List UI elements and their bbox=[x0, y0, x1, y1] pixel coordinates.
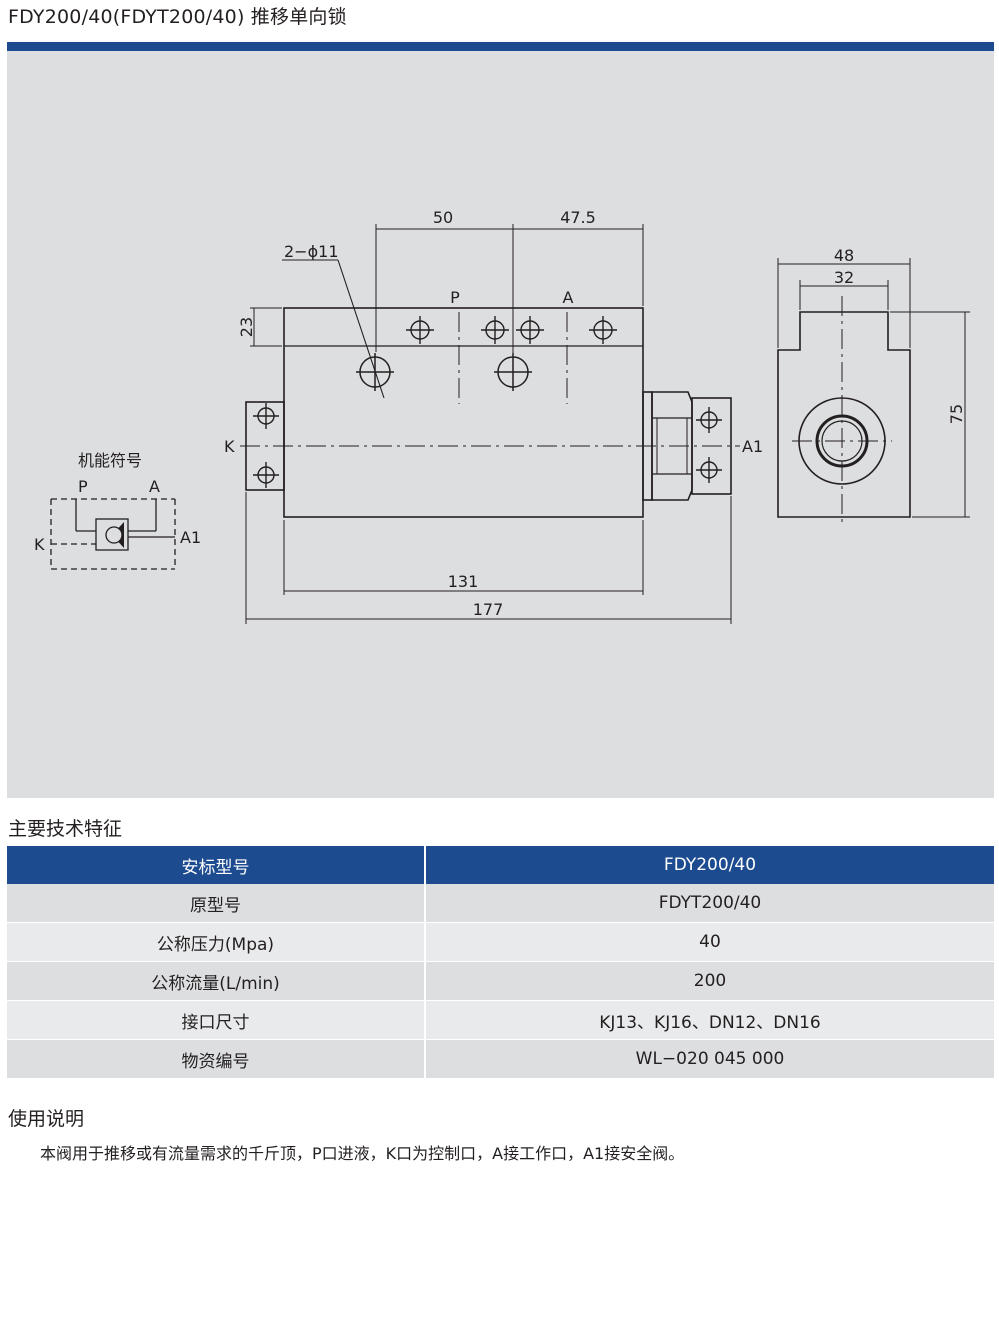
technical-drawing: 50 47.5 2−ϕ11 23 131 177 48 32 75 P A K … bbox=[7, 51, 994, 798]
dim-48: 48 bbox=[834, 246, 854, 265]
spec-label: 原型号 bbox=[7, 884, 426, 923]
spec-value: WL−020 045 000 bbox=[425, 1039, 994, 1079]
table-row: 安标型号 FDY200/40 bbox=[7, 846, 994, 884]
symbol-k-label: K bbox=[34, 535, 45, 554]
dim-47-5: 47.5 bbox=[560, 208, 596, 227]
usage-section-title: 使用说明 bbox=[8, 1108, 85, 1130]
table-row: 物资编号 WL−020 045 000 bbox=[7, 1039, 994, 1079]
table-row: 接口尺寸 KJ13、KJ16、DN12、DN16 bbox=[7, 1000, 994, 1040]
side-view bbox=[777, 258, 970, 524]
dim-32: 32 bbox=[834, 268, 854, 287]
port-a-label: A bbox=[563, 288, 574, 307]
symbol-title: 机能符号 bbox=[78, 451, 142, 470]
dim-50: 50 bbox=[433, 208, 453, 227]
port-a1-label: A1 bbox=[742, 437, 763, 456]
dim-holes: 2−ϕ11 bbox=[284, 242, 339, 261]
spec-label: 公称流量(L/min) bbox=[7, 961, 426, 1001]
port-k-label: K bbox=[224, 437, 235, 456]
spec-value: FDYT200/40 bbox=[425, 884, 994, 923]
spec-value: KJ13、KJ16、DN12、DN16 bbox=[425, 1000, 994, 1040]
table-row: 公称流量(L/min) 200 bbox=[7, 961, 994, 1001]
function-symbol bbox=[50, 498, 176, 570]
drawing-svg: 50 47.5 2−ϕ11 23 131 177 48 32 75 P A K … bbox=[34, 208, 970, 624]
usage-description: 本阀用于推移或有流量需求的千斤顶，P口进液，K口为控制口，A接工作口，A1接安全… bbox=[40, 1144, 685, 1163]
dim-177: 177 bbox=[473, 600, 504, 619]
spec-value: 40 bbox=[425, 922, 994, 962]
dim-131: 131 bbox=[448, 572, 479, 591]
valve-body bbox=[283, 307, 644, 518]
spec-value: FDY200/40 bbox=[425, 846, 994, 884]
spec-label: 接口尺寸 bbox=[7, 1000, 426, 1040]
dim-23: 23 bbox=[237, 317, 256, 337]
table-row: 原型号 FDYT200/40 bbox=[7, 884, 994, 923]
page-title: FDY200/40(FDYT200/40) 推移单向锁 bbox=[8, 6, 347, 28]
front-view bbox=[240, 224, 740, 624]
port-p-label: P bbox=[450, 288, 460, 307]
spec-label: 公称压力(Mpa) bbox=[7, 922, 426, 962]
dim-75: 75 bbox=[947, 404, 966, 424]
specs-table: 安标型号 FDY200/40 原型号 FDYT200/40 公称压力(Mpa) … bbox=[7, 846, 994, 1079]
spec-label: 安标型号 bbox=[7, 846, 426, 884]
symbol-a-label: A bbox=[149, 477, 160, 496]
spec-value: 200 bbox=[425, 961, 994, 1001]
symbol-a1-label: A1 bbox=[180, 528, 201, 547]
symbol-p-label: P bbox=[78, 477, 88, 496]
spec-label: 物资编号 bbox=[7, 1039, 426, 1079]
right-flange bbox=[691, 397, 732, 495]
table-row: 公称压力(Mpa) 40 bbox=[7, 922, 994, 962]
specs-section-title: 主要技术特征 bbox=[8, 818, 123, 840]
title-bar bbox=[7, 42, 994, 51]
